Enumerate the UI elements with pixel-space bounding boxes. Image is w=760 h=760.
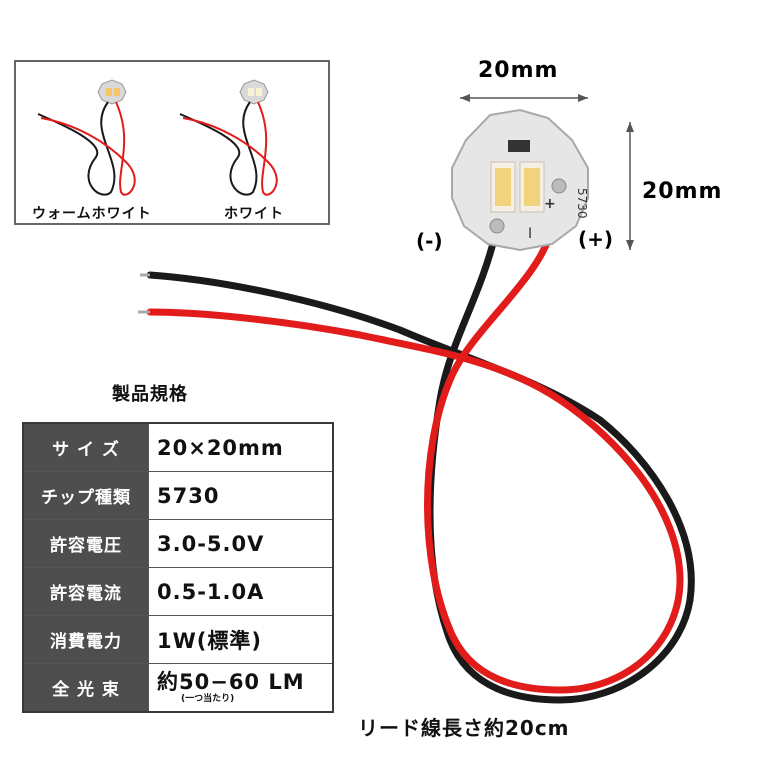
spec-key: 全 光 束 [22, 663, 149, 713]
red-wire [146, 224, 684, 694]
spec-key: 許容電圧 [22, 519, 149, 568]
lead-wire-note: リード線長さ約20cm [358, 716, 570, 740]
board-plus-mark: + [544, 196, 556, 212]
spec-value: 3.0-5.0V [148, 519, 334, 568]
spec-value: 0.5-1.0A [148, 567, 334, 616]
negative-pad [489, 218, 505, 234]
variant-label-warm-white: ウォームホワイト [32, 206, 152, 222]
resistor [508, 140, 530, 152]
variant-label-white: ホワイト [224, 206, 284, 222]
variants-box: ウォームホワイト ホワイト [14, 60, 330, 225]
positive-pad [551, 178, 567, 194]
spec-row: 許容電流 0.5-1.0A [22, 567, 334, 616]
board-code: 5730 [575, 188, 589, 219]
spec-title: 製品規格 [112, 384, 188, 405]
spec-row: サ イ ズ 20×20mm [22, 422, 334, 472]
spec-value-cell: 約50−60 LM (一つ当たり) [148, 663, 334, 713]
variant-warm-white-photo [37, 79, 136, 196]
spec-key: 消費電力 [22, 615, 149, 664]
spec-table: サ イ ズ 20×20mm チップ種類 5730 許容電圧 3.0-5.0V 許… [22, 422, 334, 713]
positive-label: (+) [578, 227, 613, 251]
spec-value: 約50−60 LM [157, 669, 305, 694]
height-dimension-arrow [626, 122, 634, 250]
spec-row: 許容電圧 3.0-5.0V [22, 519, 334, 568]
spec-key: チップ種類 [22, 471, 149, 520]
spec-value-note: (一つ当たり) [181, 693, 235, 704]
variants-photo [37, 79, 278, 196]
spec-value: 1W(標準) [148, 615, 334, 664]
variant-white-photo [179, 79, 278, 196]
spec-value: 5730 [148, 471, 334, 520]
height-label: 20mm [642, 179, 722, 204]
spec-row: チップ種類 5730 [22, 471, 334, 520]
width-dimension-arrow [460, 94, 588, 102]
board-minus-mark: I [528, 226, 532, 242]
spec-value: 20×20mm [148, 422, 334, 472]
led-board: 5730 I + [451, 108, 589, 252]
spec-row: 全 光 束 約50−60 LM (一つ当たり) [22, 663, 334, 713]
spec-row: 消費電力 1W(標準) [22, 615, 334, 664]
spec-key: サ イ ズ [22, 422, 149, 472]
spec-key: 許容電流 [22, 567, 149, 616]
negative-label: (-) [416, 229, 443, 253]
width-label: 20mm [478, 58, 558, 83]
